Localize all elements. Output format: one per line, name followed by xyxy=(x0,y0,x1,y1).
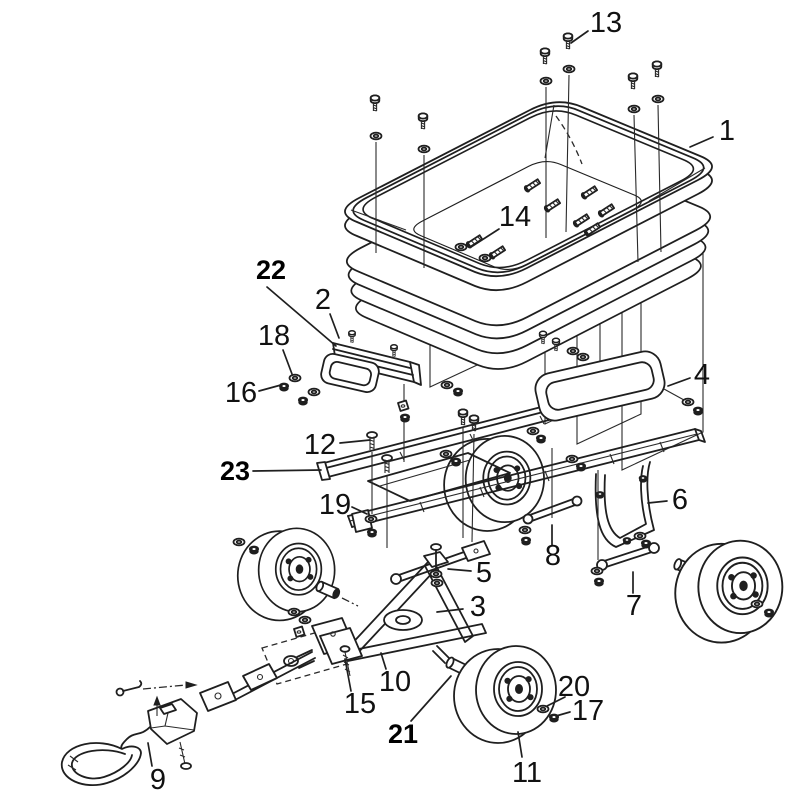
part-label-14: 14 xyxy=(499,201,531,233)
part-label-15: 15 xyxy=(344,688,376,720)
bed-mounting-screws xyxy=(369,32,665,268)
part-label-8: 8 xyxy=(545,540,561,572)
leader-line-10 xyxy=(380,652,387,670)
part-label-19: 19 xyxy=(319,489,351,521)
part-label-21: 21 xyxy=(388,719,418,749)
leader-line-18 xyxy=(282,349,293,375)
part-label-2: 2 xyxy=(315,284,331,316)
part-label-9: 9 xyxy=(150,764,166,796)
tow-handle xyxy=(61,649,316,787)
part-label-10: 10 xyxy=(379,666,411,698)
part-label-18: 18 xyxy=(258,320,290,352)
wheel-front-left xyxy=(453,645,560,744)
part-label-7: 7 xyxy=(626,590,642,622)
leader-line-6 xyxy=(647,500,668,504)
wagon-tub xyxy=(344,101,713,370)
leader-line-16 xyxy=(258,384,282,392)
bed-bracket-right xyxy=(534,330,704,422)
leader-line-13 xyxy=(570,30,589,44)
leader-line-19 xyxy=(351,506,368,515)
leader-line-17 xyxy=(555,711,571,717)
leader-line-9 xyxy=(147,742,153,767)
leader-line-21 xyxy=(410,675,452,722)
leader-line-11 xyxy=(517,731,523,758)
bed-bracket-left xyxy=(278,330,422,462)
leader-line-3 xyxy=(436,608,464,613)
leader-line-4 xyxy=(667,377,691,387)
leader-line-12 xyxy=(339,439,371,444)
wheel-front-right xyxy=(673,539,784,644)
steering-assembly xyxy=(261,540,501,687)
wheel-rear-left xyxy=(232,527,359,622)
leader-line-14 xyxy=(470,228,500,248)
part-label-3: 3 xyxy=(470,591,486,623)
frame-hardware xyxy=(364,380,587,548)
part-label-23: 23 xyxy=(220,456,250,486)
leader-line-20 xyxy=(546,696,566,707)
part-label-1: 1 xyxy=(719,115,735,147)
leader-line-23 xyxy=(252,469,322,472)
leader-line-15 xyxy=(344,658,352,692)
part-label-6: 6 xyxy=(672,484,688,516)
frame-rails xyxy=(316,379,706,533)
part-label-20: 20 xyxy=(558,671,590,703)
leader-line-5 xyxy=(447,568,472,572)
part-label-17: 17 xyxy=(572,695,604,727)
part-label-12: 12 xyxy=(304,429,336,461)
part-label-5: 5 xyxy=(476,557,492,589)
part-label-16: 16 xyxy=(225,377,257,409)
leader-line-2 xyxy=(329,313,340,339)
leader-line-1 xyxy=(689,136,714,148)
support-links xyxy=(518,448,660,587)
part-label-13: 13 xyxy=(590,7,622,39)
part-label-4: 4 xyxy=(694,359,710,391)
part-label-22: 22 xyxy=(256,255,286,285)
part-label-11: 11 xyxy=(512,757,542,789)
leader-line-22 xyxy=(266,286,337,347)
